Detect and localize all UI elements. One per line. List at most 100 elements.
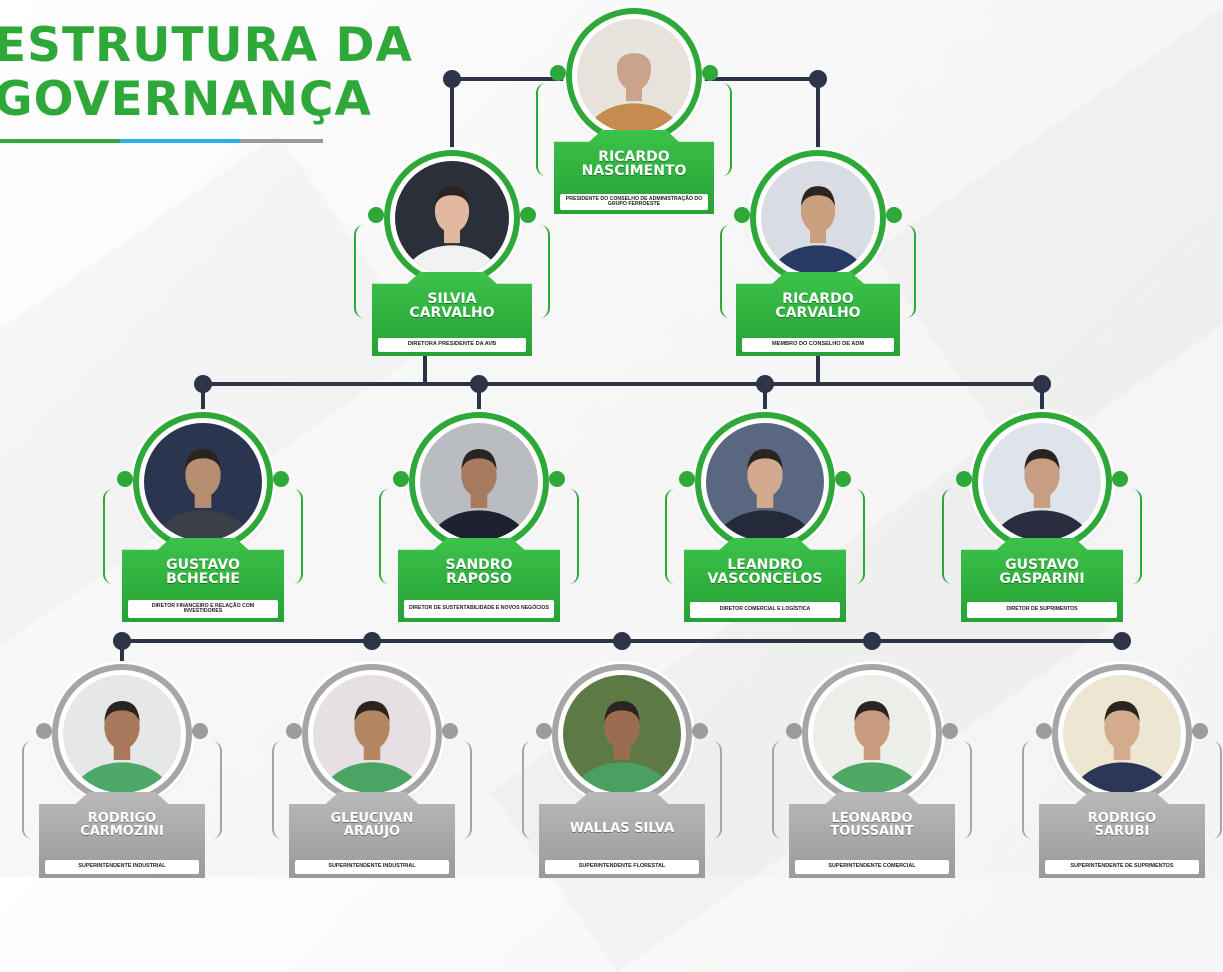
card-frame-outline — [665, 489, 865, 585]
title-underline — [120, 139, 240, 143]
portrait-photo — [395, 161, 509, 275]
photo-ring — [972, 412, 1112, 552]
name-plate: WALLAS SILVA SUPERINTENDENTE FLORESTAL — [539, 792, 705, 878]
photo-ring — [52, 664, 192, 804]
frame-dot — [942, 723, 958, 740]
portrait-photo — [144, 423, 262, 541]
frame-dot — [956, 471, 972, 488]
portrait-photo — [706, 423, 824, 541]
person-name-line-2: RAPOSO — [446, 571, 512, 588]
frame-dot — [36, 723, 52, 740]
person-silhouette-icon — [991, 448, 1093, 541]
frame-dot — [1192, 723, 1208, 740]
person-role: MEMBRO DO CONSELHO DE ADM — [742, 338, 894, 352]
person-role: SUPERINTENDENTE INDUSTRIAL — [45, 860, 199, 874]
connector-node — [863, 632, 881, 650]
frame-dot — [393, 471, 409, 488]
person-name-line-2: CARVALHO — [775, 305, 861, 322]
person-name-line-2: GASPARINI — [999, 571, 1085, 588]
person-role: SUPERINTENDENTE FLORESTAL — [545, 860, 699, 874]
page-title-line-1: ESTRUTURA DA — [0, 18, 413, 73]
person-name-line-1: LEONARDO — [831, 811, 913, 826]
frame-dot — [192, 723, 208, 740]
person-role: DIRETOR DE SUPRIMENTOS — [967, 602, 1117, 618]
person-name-line-1: RICARDO — [598, 149, 670, 165]
frame-dot — [835, 471, 851, 488]
connector-node — [809, 70, 827, 88]
frame-dot — [273, 471, 289, 488]
card-frame-outline — [272, 741, 472, 840]
card-frame-outline — [522, 741, 722, 840]
connector-node — [470, 375, 488, 393]
person-name-line-1: GLEUCIVAN — [330, 811, 414, 826]
person-name-line-2: ARAÚJO — [343, 824, 401, 840]
person-silhouette-icon — [585, 44, 683, 133]
photo-ring — [302, 664, 442, 804]
person-role: PRESIDENTE DO CONSELHO DE ADMINISTRAÇÃO … — [560, 194, 708, 210]
person-silhouette-icon — [71, 700, 173, 793]
person-name-line-1: GUSTAVO — [166, 557, 240, 573]
frame-dot — [786, 723, 802, 740]
person-name-line-1: RODRIGO — [1087, 811, 1157, 826]
frame-dot — [536, 723, 552, 740]
connector-node — [363, 632, 381, 650]
connector-node — [113, 632, 131, 650]
card-frame-outline — [103, 489, 303, 585]
connector-node — [1033, 375, 1051, 393]
frame-dot — [368, 207, 384, 224]
frame-dot — [549, 471, 565, 488]
card-frame-outline — [379, 489, 579, 585]
portrait-photo — [813, 675, 931, 793]
photo-ring — [384, 150, 520, 286]
photo-ring — [552, 664, 692, 804]
person-role: SUPERINTENDENTE DE SUPRIMENTOS — [1045, 860, 1199, 874]
portrait-photo — [63, 675, 181, 793]
photo-ring — [750, 150, 886, 286]
card-frame-outline — [942, 489, 1142, 585]
person-name-line-1: LEANDRO — [727, 557, 803, 573]
title-underline — [240, 139, 323, 143]
connector-node — [1113, 632, 1131, 650]
person-name-line-2: SARUBI — [1094, 824, 1150, 840]
person-name-line-1: RODRIGO — [87, 811, 157, 826]
frame-dot — [886, 207, 902, 224]
person-silhouette-icon — [428, 448, 530, 541]
person-name-line-2: BCHECHE — [166, 571, 240, 588]
person-name-line-2: TOUSSAINT — [830, 824, 914, 840]
person-silhouette-icon — [403, 186, 501, 275]
person-silhouette-icon — [152, 448, 254, 541]
portrait-photo — [420, 423, 538, 541]
person-role: SUPERINTENDENTE COMERCIAL — [795, 860, 949, 874]
portrait-photo — [313, 675, 431, 793]
frame-dot — [1112, 471, 1128, 488]
card-frame-outline — [1022, 741, 1222, 840]
person-role: SUPERINTENDENTE INDUSTRIAL — [295, 860, 449, 874]
page-title-line-2: GOVERNANÇA — [0, 72, 372, 127]
person-name-line-1: WALLAS SILVA — [569, 821, 675, 836]
org-connector-lines — [113, 70, 1131, 664]
photo-ring — [409, 412, 549, 552]
title-underline — [0, 139, 120, 143]
person-name-line-2: CARVALHO — [409, 305, 495, 322]
card-frame-outline — [354, 224, 550, 319]
frame-dot — [520, 207, 536, 224]
person-silhouette-icon — [821, 700, 923, 793]
person-name-line-2: CARMOZINI — [80, 824, 164, 840]
portrait-photo — [983, 423, 1101, 541]
person-role: DIRETOR FINANCEIRO E RELAÇÃO COM INVESTI… — [128, 600, 278, 618]
